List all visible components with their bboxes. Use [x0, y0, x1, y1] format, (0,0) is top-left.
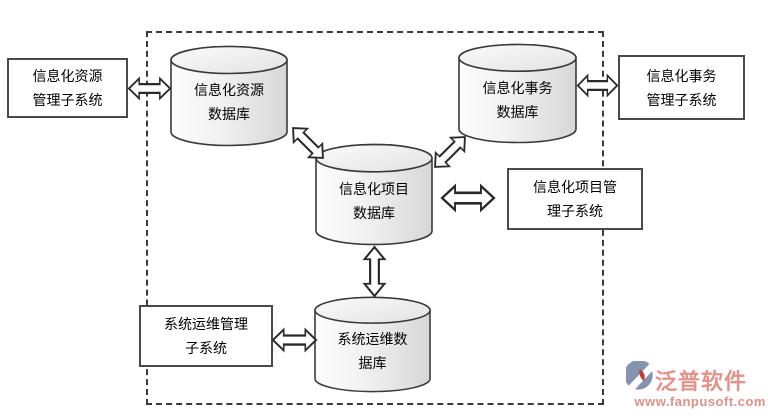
cylinder-shape: [170, 45, 288, 147]
box-project-subsystem-line2: 理子系统: [547, 203, 603, 219]
cylinder-shape: [314, 296, 431, 393]
fanpu-logo: 泛普软件 www.fanpusoft.com: [626, 361, 766, 408]
box-affairs-subsystem-line2: 管理子系统: [646, 91, 717, 108]
cylinder-ops-db-line1: 系统运维数: [337, 330, 408, 347]
cylinder-resource-db-line1: 信息化资源: [194, 82, 264, 98]
cylinder-project-db-line1: 信息化项目: [339, 180, 409, 197]
cylinder-resource-db: 信息化资源 数据库: [170, 45, 288, 147]
cylinder-affairs-db-line1: 信息化事务: [482, 79, 553, 96]
cylinder-affairs-db-line2: 数据库: [496, 103, 539, 120]
box-ops-subsystem: 系统运维管理 子系统: [139, 305, 273, 367]
fanpu-logo-icon: [626, 361, 653, 390]
cylinder-project-db: 信息化项目 数据库: [315, 143, 433, 246]
arrow-affairs-project: [434, 136, 466, 168]
box-resource-subsystem: 信息化资源 管理子系统: [7, 58, 128, 118]
box-affairs-subsystem: 信息化事务 管理子系统: [618, 55, 745, 120]
arrow-affairs-db-box: [576, 73, 619, 98]
cylinder-shape: [458, 43, 577, 144]
cylinder-project-db-line2: 数据库: [353, 204, 395, 221]
cylinder-ops-db: 系统运维数 据库: [314, 296, 431, 393]
cylinder-affairs-db: 信息化事务 数据库: [458, 43, 577, 144]
box-project-subsystem-line1: 信息化项目管: [533, 179, 617, 195]
arrow-project-db-box: [440, 183, 496, 213]
arrow-ops-box-db: [271, 327, 318, 353]
box-resource-subsystem-line1: 信息化资源: [32, 68, 103, 84]
logo-brand-text: 泛普软件: [655, 369, 748, 394]
cylinder-ops-db-line2: 据库: [358, 354, 387, 371]
box-ops-subsystem-line1: 系统运维管理: [164, 316, 248, 332]
arrow-project-ops: [362, 245, 387, 298]
cylinder-resource-db-line2: 数据库: [208, 106, 250, 122]
box-resource-subsystem-line2: 管理子系统: [32, 92, 103, 108]
arrow-resource-box-db: [127, 76, 172, 101]
cylinder-shape: [315, 143, 433, 246]
box-ops-subsystem-line2: 子系统: [185, 340, 227, 356]
box-project-subsystem: 信息化项目管 理子系统: [507, 168, 643, 230]
arrow-resource-project: [292, 127, 324, 159]
logo-url-text: www.fanpusoft.com: [634, 394, 766, 409]
box-affairs-subsystem-line1: 信息化事务: [646, 67, 717, 84]
